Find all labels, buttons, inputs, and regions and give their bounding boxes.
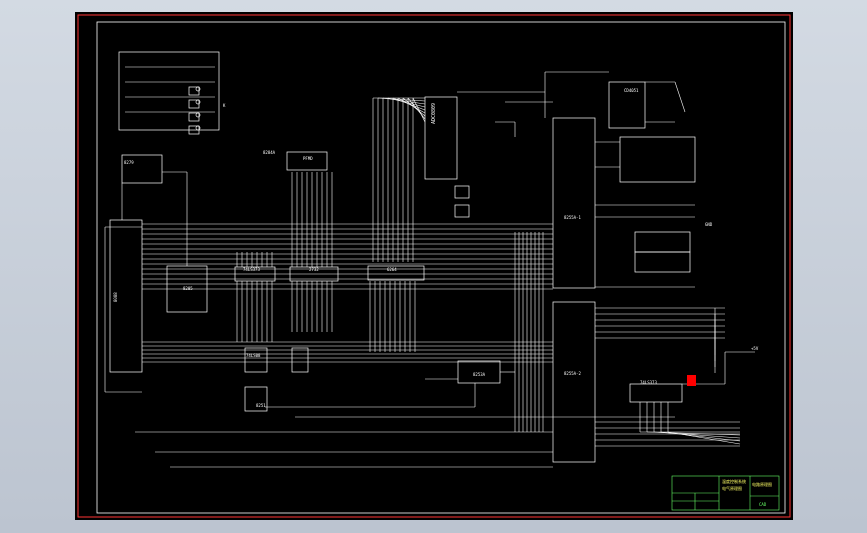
inner-frame — [96, 21, 786, 514]
title-block — [671, 475, 780, 511]
label-8255a2: 8255A-2 — [564, 371, 581, 376]
wire-network — [104, 66, 755, 468]
label-8279: 8279 — [124, 160, 134, 165]
title-block-line3: 电路原理图 — [752, 481, 772, 487]
label-8255a1: 8255A-1 — [564, 215, 581, 220]
label-2732: 2732 — [309, 267, 319, 272]
label-gnd: GND — [705, 222, 713, 227]
drawing-sheet[interactable]: ADC0809 PFMD 8088 8205 74LS373 2732 6264… — [75, 12, 793, 520]
label-cpu: 8088 — [113, 292, 118, 302]
label-8253: 8253A — [473, 372, 486, 377]
label-373a: 74LS373 — [243, 267, 260, 272]
title-block-line2: 电气原理图 — [722, 485, 742, 491]
selected-grip-marker — [687, 375, 696, 386]
title-block-line1: 温度控制系统 — [722, 478, 746, 484]
label-disp: CD4051 — [624, 88, 639, 93]
label-adc: ADC0809 — [431, 103, 437, 124]
label-8284: 8284A — [263, 150, 276, 155]
label-pwm: PFMD — [303, 156, 313, 161]
component-blocks — [109, 51, 696, 463]
label-6264: 6264 — [387, 267, 397, 272]
label-relay: K — [223, 103, 226, 108]
schematic-canvas: ADC0809 PFMD 8088 8205 74LS373 2732 6264… — [77, 14, 791, 518]
outer-frame — [77, 14, 791, 518]
label-latch: 74LS373 — [640, 380, 657, 385]
title-block-drawing-no: CAD — [759, 502, 767, 507]
label-and: 74LS08 — [246, 353, 261, 358]
label-8205: 8205 — [183, 286, 193, 291]
label-vcc: +5V — [751, 346, 759, 351]
label-bot: 8251 — [256, 403, 266, 408]
